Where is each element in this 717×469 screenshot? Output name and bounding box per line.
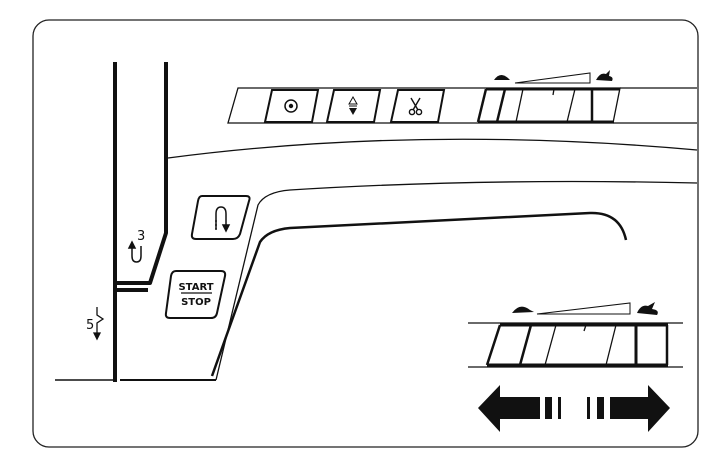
scissors-icon: [408, 97, 423, 116]
rabbit-icon: [637, 302, 658, 315]
turtle-icon: [512, 306, 534, 313]
thread-step-label: 3: [137, 229, 145, 244]
rabbit-icon: [596, 70, 613, 81]
presser-step-label: 5: [86, 318, 94, 333]
stop-label: STOP: [181, 297, 211, 308]
speed-slider-top[interactable]: [476, 72, 620, 124]
thread-uturn-icon: [127, 240, 142, 263]
needle-stop-circle-icon: [284, 99, 298, 113]
presser-lever-icon: [92, 307, 105, 341]
needle-stop-button[interactable]: [263, 89, 320, 123]
speed-wedge-detail: [536, 302, 631, 315]
needle-up-down-icon: [348, 95, 358, 115]
thread-cutter-button[interactable]: [389, 89, 446, 123]
speed-wedge: [514, 72, 591, 84]
speed-slider-detail[interactable]: [468, 302, 683, 368]
fast-direction-arrow-icon: [587, 385, 670, 432]
diagram-frame: [32, 19, 699, 448]
slow-direction-arrow-icon: [478, 385, 561, 432]
reverse-stitch-icon: [215, 206, 231, 233]
reverse-button[interactable]: [190, 195, 251, 240]
needle-up-down-button[interactable]: [325, 89, 382, 123]
turtle-icon: [494, 74, 510, 80]
start-label: START: [178, 282, 213, 293]
machine-head-outline: [55, 62, 698, 382]
start-stop-button[interactable]: START STOP: [164, 270, 227, 319]
